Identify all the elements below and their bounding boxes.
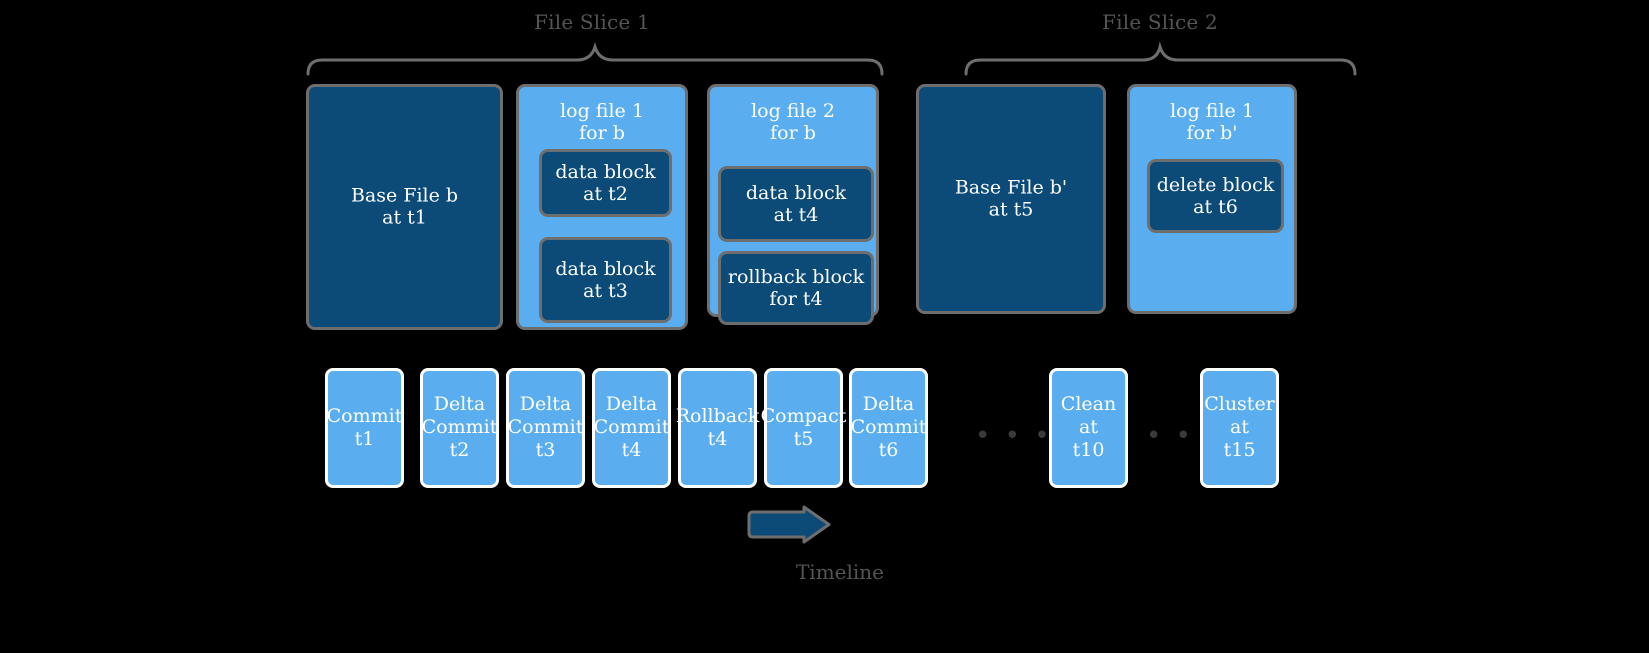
timeline-action-label: Rollback t4	[675, 404, 760, 450]
timeline-arrow	[742, 505, 834, 549]
timeline-caption: Timeline	[795, 560, 885, 584]
timeline-action-compact-t5[interactable]: Compact t5	[761, 368, 846, 488]
timeline-action-label: Cluster at t15	[1204, 393, 1275, 462]
log-file-1-for-b-block[interactable]: log file 1 for b data block at t2 data b…	[516, 84, 688, 330]
timeline-action-cluster-t15[interactable]: Cluster at t15	[1200, 368, 1279, 488]
base-file-b-prime-label: Base File b' at t5	[954, 176, 1068, 221]
rollback-block-t4[interactable]: rollback block for t4	[718, 251, 874, 325]
timeline-action-commit-t1[interactable]: Commit t1	[325, 368, 404, 488]
base-file-b-block[interactable]: Base File b at t1	[306, 84, 503, 330]
file-slice-1-label: File Slice 1	[534, 10, 650, 34]
delete-block-t6[interactable]: delete block at t6	[1147, 159, 1284, 233]
timeline-action-label: Clean at t10	[1060, 393, 1117, 462]
timeline-action-label: Commit t1	[326, 404, 403, 450]
base-file-b-label: Base File b at t1	[350, 184, 459, 229]
data-block-t3[interactable]: data block at t3	[539, 237, 672, 323]
data-block-t4[interactable]: data block at t4	[718, 166, 874, 242]
timeline-action-delta-commit-t4[interactable]: Delta Commit t4	[592, 368, 671, 488]
timeline-action-delta-commit-t2[interactable]: Delta Commit t2	[420, 368, 499, 488]
timeline-action-label: Delta Commit t2	[421, 393, 498, 462]
right-arrow-icon	[747, 505, 831, 544]
timeline-action-rollback-t4[interactable]: Rollback t4	[676, 368, 759, 488]
timeline-action-label: Delta Commit t4	[593, 393, 670, 462]
data-block-t2[interactable]: data block at t2	[539, 149, 672, 217]
base-file-b-prime-block[interactable]: Base File b' at t5	[916, 84, 1106, 314]
log-file-2-for-b-block[interactable]: log file 2 for b data block at t4 rollba…	[707, 84, 879, 325]
timeline-action-delta-commit-t6[interactable]: Delta Commit t6	[849, 368, 928, 488]
timeline-ellipsis-1: • • •	[975, 421, 1053, 451]
file-slice-2-brace	[964, 41, 1357, 76]
timeline-action-clean-t10[interactable]: Clean at t10	[1049, 368, 1128, 488]
log-file-1-for-b-prime-block[interactable]: log file 1 for b' delete block at t6	[1127, 84, 1297, 314]
timeline-action-label: Delta Commit t6	[850, 393, 927, 462]
log-file-1-for-b-label: log file 1 for b	[560, 100, 644, 145]
file-slice-2-label: File Slice 2	[1102, 10, 1218, 34]
timeline-action-label: Compact t5	[760, 404, 847, 450]
timeline-action-delta-commit-t3[interactable]: Delta Commit t3	[506, 368, 585, 488]
timeline-action-label: Delta Commit t3	[507, 393, 584, 462]
file-slice-1-brace	[306, 41, 884, 76]
log-file-1-for-b-prime-label: log file 1 for b'	[1170, 100, 1254, 145]
log-file-2-for-b-label: log file 2 for b	[751, 100, 835, 145]
